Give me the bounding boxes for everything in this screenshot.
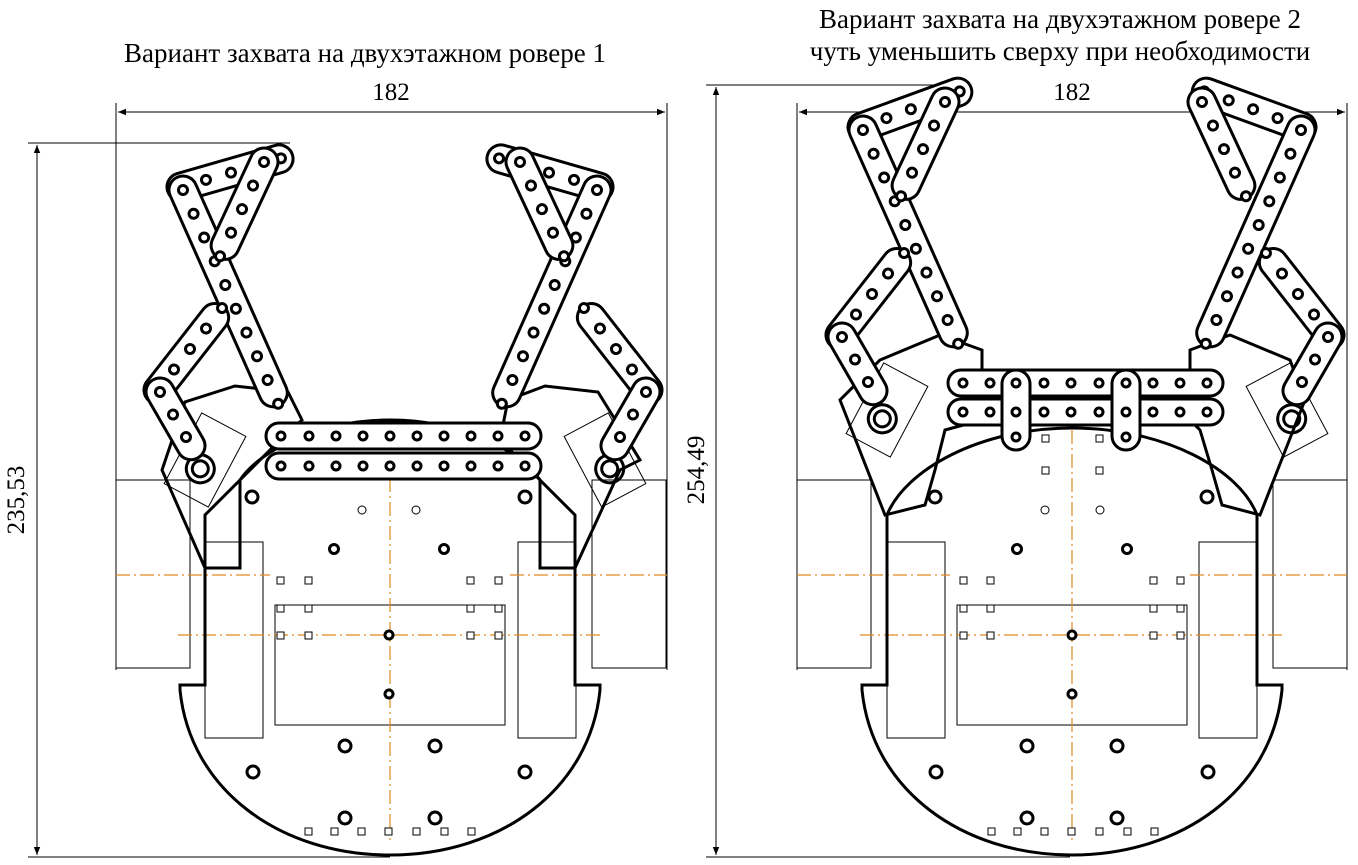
title-variant-2-line2: чуть уменьшить сверху при необходимости bbox=[809, 36, 1311, 66]
rover-drawing-variant-1: 182 235,53 bbox=[3, 79, 668, 858]
dimension-height-left-label: 235,53 bbox=[3, 466, 30, 535]
title-variant-1: Вариант захвата на двухэтажном ровере 1 bbox=[124, 38, 606, 68]
rover-drawing-variant-2: 182 254,49 bbox=[683, 76, 1348, 858]
dimension-height-left: 235,53 bbox=[3, 142, 390, 858]
dimension-width-right-label: 182 bbox=[1053, 79, 1091, 106]
title-variant-2-line1: Вариант захвата на двухэтажном ровере 2 bbox=[819, 4, 1301, 34]
dimension-width-left-label: 182 bbox=[372, 79, 410, 106]
dimension-height-right-label: 254,49 bbox=[683, 436, 710, 505]
dimension-height-right: 254,49 bbox=[683, 84, 1070, 858]
